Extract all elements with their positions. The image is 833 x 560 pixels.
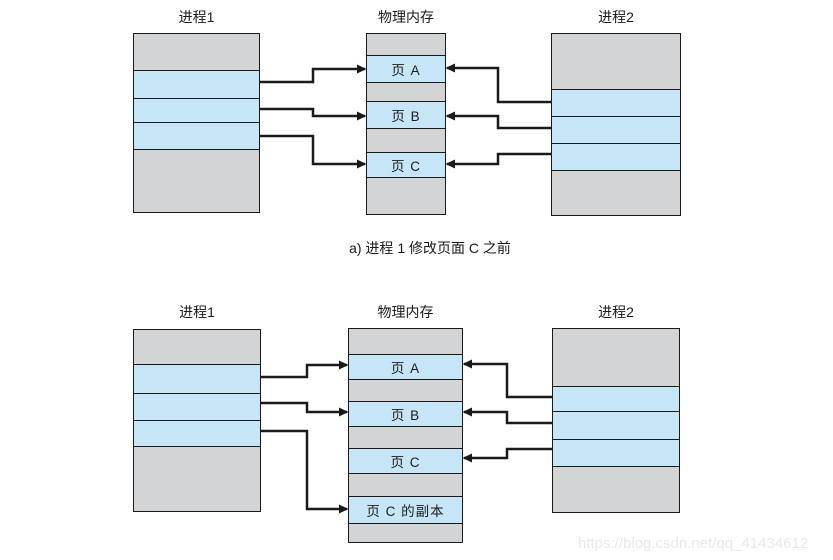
memory-segment [552, 170, 680, 215]
memory-segment [349, 426, 462, 448]
arrow-b-p2-pageB [462, 407, 552, 425]
mapped-segment [553, 386, 679, 411]
memory-segment [134, 330, 260, 364]
figure-a-process1-box [133, 33, 260, 213]
figure-a-physical-memory-box: 页 A 页 B 页 C [366, 33, 446, 215]
arrow-b-p1-pageCcopy [261, 429, 349, 514]
memory-segment [134, 149, 259, 212]
watermark-text: https://blog.csdn.net/qq_41434612 [578, 535, 809, 552]
figure-b-process1-title: 进程1 [179, 304, 215, 320]
arrow-a-p2-pageA [445, 63, 551, 104]
page-c-copy-label: 页 C 的副本 [366, 504, 445, 519]
page-b-segment: 页 B [367, 101, 445, 128]
arrow-a-p1-pageA [260, 64, 367, 84]
memory-segment [134, 446, 260, 511]
arrow-b-p1-pageB [261, 401, 349, 417]
page-c-segment: 页 C [367, 152, 445, 177]
arrow-a-p2-pageB [445, 111, 551, 130]
memory-segment [367, 128, 445, 152]
figure-a-caption: a) 进程 1 修改页面 C 之前 [349, 240, 511, 256]
arrow-a-p1-pageC [260, 134, 367, 169]
memory-segment [553, 329, 679, 386]
memory-segment [349, 329, 462, 354]
figure-b-physical-memory-box: 页 A 页 B 页 C 页 C 的副本 [348, 328, 463, 543]
memory-segment [349, 379, 462, 401]
page-a-segment: 页 A [367, 55, 445, 82]
mapped-segment [134, 364, 260, 393]
arrow-b-p2-pageC [462, 447, 552, 463]
figure-a-process2-title: 进程2 [598, 9, 634, 25]
memory-segment [134, 34, 259, 70]
figure-b-memory-title: 物理内存 [377, 304, 434, 320]
page-b-label: 页 B [390, 408, 421, 423]
memory-segment [349, 473, 462, 496]
mapped-segment [134, 70, 259, 98]
mapped-segment [552, 143, 680, 170]
mapped-segment [553, 439, 679, 466]
page-b-label: 页 B [391, 109, 421, 124]
memory-segment [367, 82, 445, 101]
memory-segment [553, 466, 679, 512]
arrow-a-p2-pageC [445, 152, 551, 169]
page-c-label: 页 C [390, 455, 421, 470]
mapped-segment [552, 116, 680, 143]
arrow-b-p1-pageA [261, 360, 349, 379]
mapped-segment [552, 89, 680, 116]
page-a-label: 页 A [391, 63, 421, 78]
memory-segment [367, 34, 445, 55]
page-a-label: 页 A [390, 361, 421, 376]
mapped-segment [134, 420, 260, 446]
figure-b-process2-box [552, 328, 680, 513]
page-a-segment: 页 A [349, 354, 462, 379]
mapped-segment [134, 98, 259, 122]
page-c-segment: 页 C [349, 448, 462, 473]
page-b-segment: 页 B [349, 401, 462, 426]
memory-segment [349, 523, 462, 542]
figure-b-process2-title: 进程2 [598, 304, 634, 320]
memory-segment [552, 34, 680, 89]
mapped-segment [134, 122, 259, 149]
mapped-segment [553, 411, 679, 439]
page-c-label: 页 C [391, 159, 421, 174]
figure-a-process2-box [551, 33, 681, 216]
arrow-a-p1-pageB [260, 107, 367, 121]
page-c-copy-segment: 页 C 的副本 [349, 496, 462, 523]
memory-segment [367, 177, 445, 214]
figure-a-memory-title: 物理内存 [378, 9, 434, 25]
mapped-segment [134, 393, 260, 420]
figure-a-process1-title: 进程1 [178, 9, 215, 25]
figure-b-process1-box [133, 329, 261, 512]
arrow-b-p2-pageA [462, 359, 552, 399]
